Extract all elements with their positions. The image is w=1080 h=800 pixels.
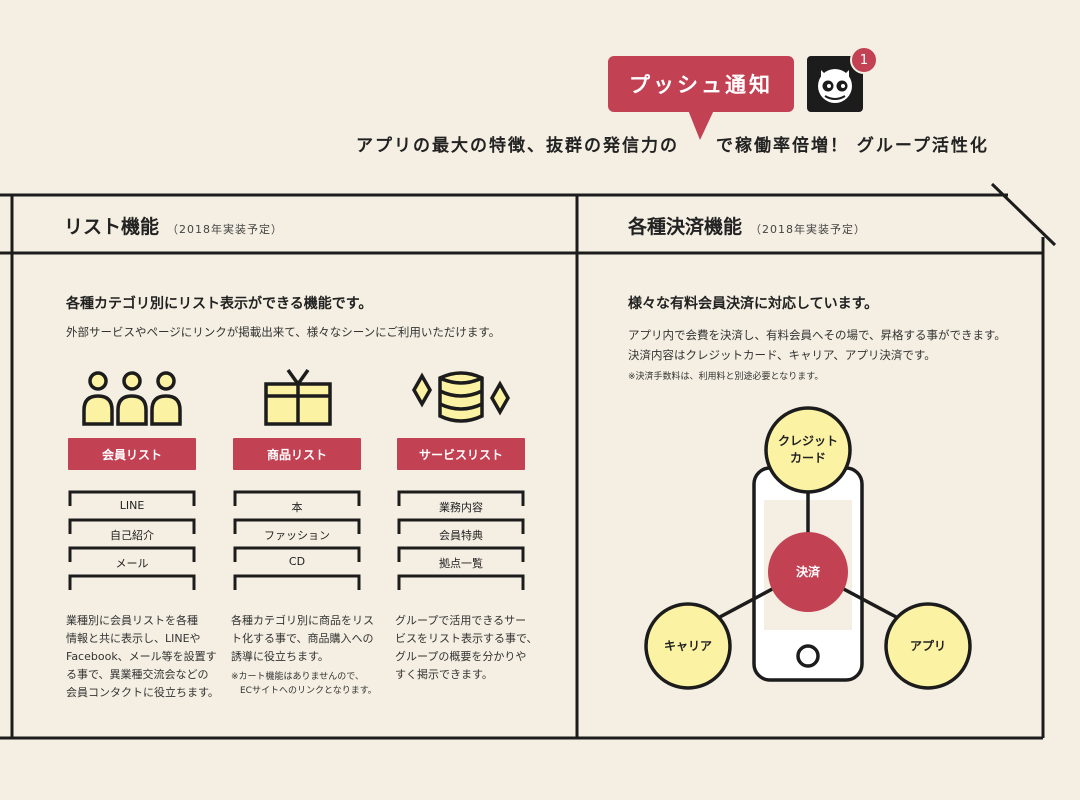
payment-desc: アプリ内で会費を決済し、有料会員へその場で、昇格する事ができます。 決済内容はク… (628, 325, 1006, 365)
notification-badge: 1 (850, 46, 878, 74)
member-bracket (68, 490, 196, 590)
text-line: ト化する事で、商品購入への (231, 632, 374, 645)
service-list-button: サービスリスト (397, 438, 525, 470)
payment-section-title: 各種決済機能 （2018年実装予定） (628, 212, 866, 239)
product-list-label: 商品リスト (266, 447, 327, 462)
list-item: 拠点一覧 (439, 557, 483, 570)
list-title-note: （2018年実装予定） (167, 223, 284, 236)
app-label: アプリ (909, 639, 946, 653)
owl-icon (818, 69, 852, 103)
carrier-node (644, 602, 732, 690)
text-line: 誘導に役立ちます。 (231, 650, 329, 663)
payment-title-text: 各種決済機能 (628, 216, 743, 238)
payment-lead: 様々な有料会員決済に対応しています。 (628, 296, 879, 312)
list-item: CD (288, 555, 306, 568)
list-item: 会員特典 (439, 529, 483, 542)
payment-title-note: （2018年実装予定） (750, 223, 867, 236)
note-line: ※カート機能はありませんので、 (231, 672, 364, 682)
desc-line: 決済内容はクレジットカード、キャリア、アプリ決済です。 (628, 348, 936, 362)
credit-card-node (764, 406, 852, 494)
payment-center-node (768, 532, 848, 612)
desc-line: アプリ内で会費を決済し、有料会員へその場で、昇格する事ができます。 (628, 328, 1006, 342)
note-line: ECサイトへのリンクとなります。 (231, 686, 377, 696)
list-title-text: リスト機能 (64, 216, 160, 238)
member-list-label: 会員リスト (101, 447, 162, 462)
list-item: 自己紹介 (110, 529, 154, 542)
push-notification-label: プッシュ通知 (629, 73, 773, 97)
payment-diagram (644, 406, 972, 690)
gift-box-icon (264, 368, 332, 426)
text-line: 各種カテゴリ別に商品をリス (231, 614, 374, 627)
member-list-button: 会員リスト (68, 438, 196, 470)
headline-before: アプリの最大の特徴、抜群の発信力の (356, 136, 679, 156)
list-lead: 各種カテゴリ別にリスト表示ができる機能です。 (66, 296, 373, 312)
list-item: 業務内容 (439, 501, 483, 514)
text-line: 情報と共に表示し、LINEや (66, 632, 201, 645)
service-bracket (397, 490, 525, 590)
service-list-description: グループで活用できるサー ビスをリスト表示する事で、 グループの概要を分かりや … (395, 612, 538, 684)
badge-count: 1 (859, 52, 869, 68)
payment-fee-note: ※決済手数料は、利用料と別途必要となります。 (628, 372, 824, 382)
list-item: 本 (291, 501, 303, 514)
product-list-note: ※カート機能はありませんので、 ECサイトへのリンクとなります。 (231, 670, 377, 698)
payment-center-label: 決済 (795, 565, 820, 579)
list-item: メール (115, 557, 149, 570)
text-line: 会員コンタクトに役立ちます。 (66, 686, 219, 699)
push-notification-bubble: プッシュ通知 (608, 56, 794, 112)
people-icon (82, 371, 182, 426)
text-line: ビスをリスト表示する事で、 (395, 632, 538, 645)
list-section-title: リスト機能 （2018年実装予定） (64, 212, 283, 239)
product-list-description: 各種カテゴリ別に商品をリス ト化する事で、商品購入への 誘導に役立ちます。 (231, 612, 374, 666)
list-item: ファッション (264, 529, 330, 542)
app-node (884, 602, 972, 690)
text-line: る事で、異業種交流会などの (66, 668, 209, 681)
product-list-button: 商品リスト (233, 438, 361, 470)
coins-icon (411, 371, 511, 423)
product-bracket (233, 490, 361, 590)
headline-after: で稼働率倍増！ グループ活性化 (716, 136, 989, 156)
member-list-description: 業種別に会員リストを各種 情報と共に表示し、LINEや Facebook、メール… (66, 612, 219, 702)
list-item-brackets (68, 490, 525, 590)
credit-card-label: クレジット カード (770, 433, 846, 467)
service-list-label: サービスリスト (418, 447, 503, 462)
text-line: 業種別に会員リストを各種 (66, 614, 198, 627)
list-desc: 外部サービスやページにリンクが掲載出来て、様々なシーンにご利用いただけます。 (66, 325, 501, 339)
text-line: グループの概要を分かりや (395, 650, 527, 663)
carrier-label: キャリア (663, 639, 712, 653)
text-line: Facebook、メール等を設置す (66, 650, 217, 663)
list-item: LINE (119, 499, 145, 512)
text-line: すく掲示できます。 (395, 668, 493, 681)
credit-line: クレジット (777, 434, 838, 448)
bubble-tail (688, 110, 714, 140)
text-line: グループで活用できるサー (395, 614, 527, 627)
credit-line: カード (789, 451, 826, 465)
